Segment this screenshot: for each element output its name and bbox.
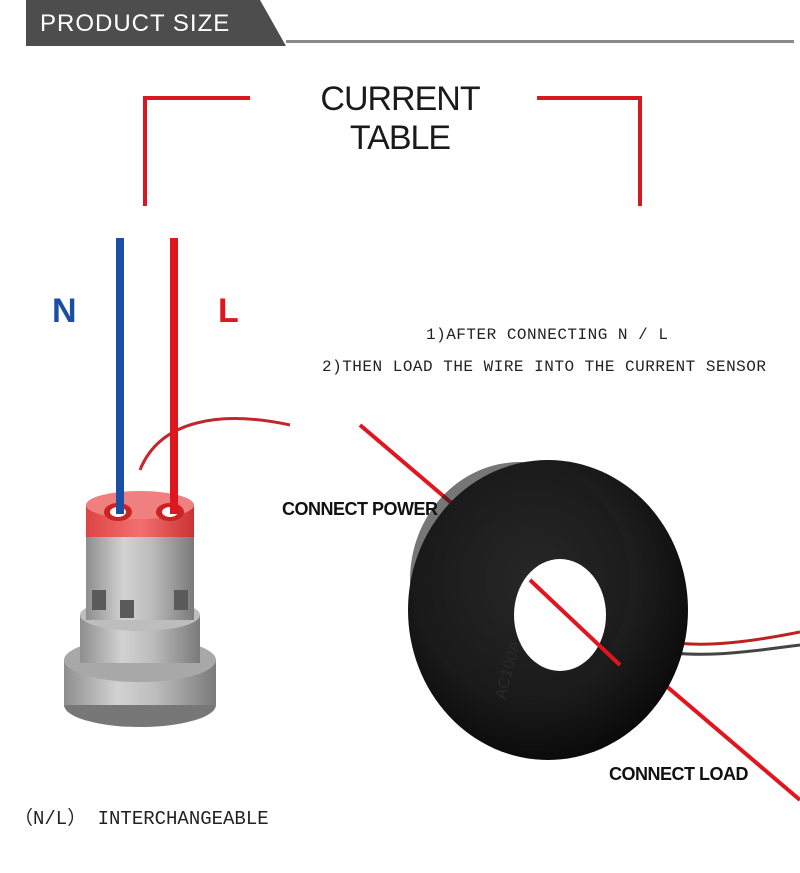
header-banner (26, 0, 286, 46)
bracket-right-top (537, 96, 642, 100)
live-label: L (218, 292, 239, 330)
bracket-left-vertical (143, 96, 147, 206)
sensor-lead-wire (138, 417, 291, 471)
banner-label: PRODUCT SIZE (40, 10, 231, 37)
bracket-right-vertical (638, 96, 642, 206)
neutral-wire (116, 238, 124, 514)
instruction-step-1: 1)AFTER CONNECTING N / L (426, 326, 669, 344)
interchangeable-note: （N/L） INTERCHANGEABLE (14, 808, 269, 830)
current-table-title: CURRENT TABLE (320, 80, 480, 157)
neutral-label: N (52, 292, 77, 330)
connect-load-label: CONNECT LOAD (609, 764, 749, 784)
header-divider (286, 40, 794, 43)
bracket-left-top (143, 96, 250, 100)
live-wire (170, 238, 178, 514)
current-sensor-hole (514, 559, 606, 671)
connect-power-label: CONNECT POWER (282, 499, 438, 519)
instruction-step-2: 2)THEN LOAD THE WIRE INTO THE CURRENT SE… (322, 358, 767, 376)
